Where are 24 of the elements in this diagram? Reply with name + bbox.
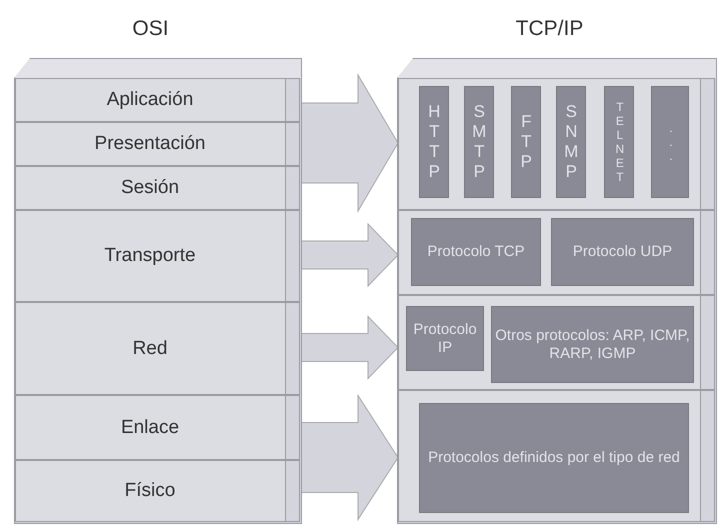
protocol-box: FTP	[511, 86, 541, 198]
protocol-box: Protocolos definidos por el tipo de red	[419, 403, 689, 513]
protocol-box: SNMP	[556, 86, 586, 198]
protocol-box: SMTP	[464, 86, 494, 198]
column-title: OSI	[131, 17, 170, 41]
protocol-box: HTTP	[419, 86, 449, 198]
layer-box: Presentación	[15, 122, 300, 166]
protocol-box: ...	[651, 86, 689, 198]
layer-band	[398, 210, 715, 295]
layer-box: Físico	[15, 460, 300, 522]
layer-box: Red	[15, 302, 300, 395]
protocol-box: TELNET	[604, 86, 634, 198]
protocol-box: Otros protocolos: ARP, ICMP, RARP, IGMP	[491, 306, 694, 383]
layer-box: Sesión	[15, 166, 300, 210]
protocol-box: Protocolo UDP	[551, 218, 694, 286]
layer-band	[398, 78, 715, 210]
protocol-box: Protocolo IP	[406, 306, 484, 371]
layer-box: Aplicación	[15, 78, 300, 122]
protocol-box: Protocolo TCP	[411, 218, 541, 286]
layer-band	[398, 295, 715, 390]
column-title: TCP/IP	[514, 17, 584, 41]
layer-band	[398, 390, 715, 522]
layer-box: Enlace	[15, 395, 300, 460]
layer-box: Transporte	[15, 210, 300, 302]
